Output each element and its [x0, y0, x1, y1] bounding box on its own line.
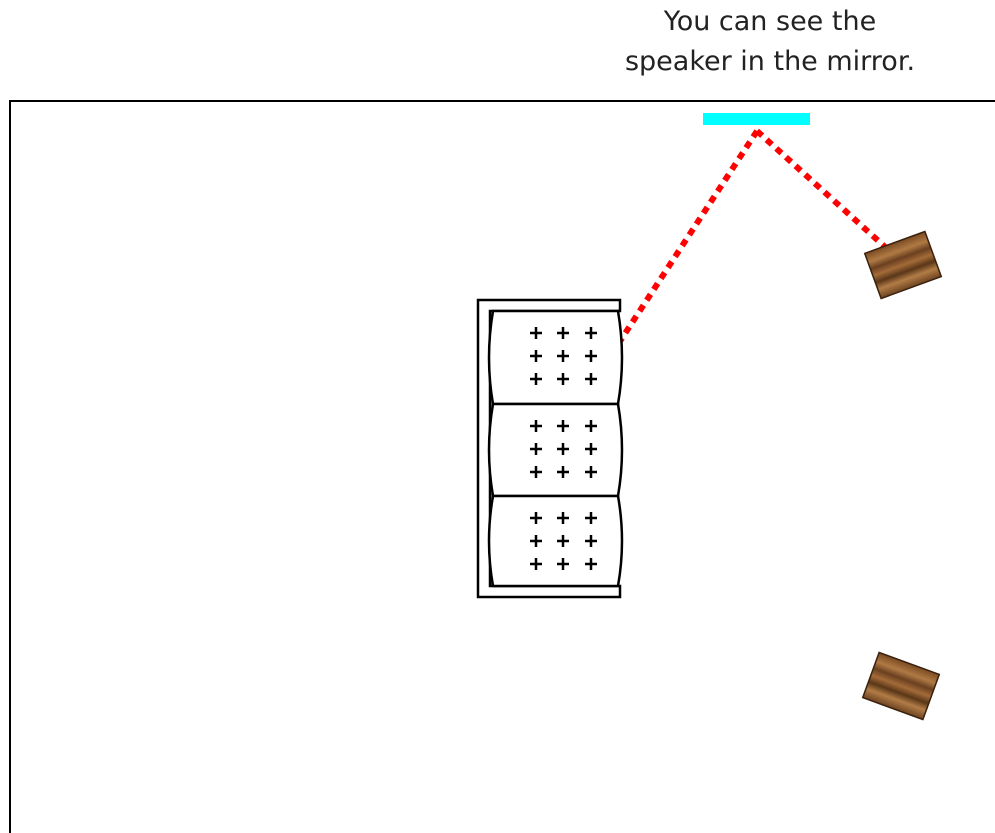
- sofa-cushion: [487, 494, 624, 588]
- sofa-cushion: [487, 402, 624, 498]
- caption-line-2: speaker in the mirror.: [624, 46, 916, 77]
- caption-line-1: You can see the: [663, 6, 877, 37]
- room-wall: [9, 100, 995, 833]
- mirror-icon: [703, 113, 810, 125]
- speaker-icon: [863, 230, 943, 300]
- sofa-cushion: [487, 309, 624, 406]
- incident-ray: [754, 128, 908, 268]
- sofa-icon: [476, 298, 624, 599]
- speaker-icon: [861, 651, 941, 721]
- caption: You can see the speaker in the mirror.: [560, 2, 980, 82]
